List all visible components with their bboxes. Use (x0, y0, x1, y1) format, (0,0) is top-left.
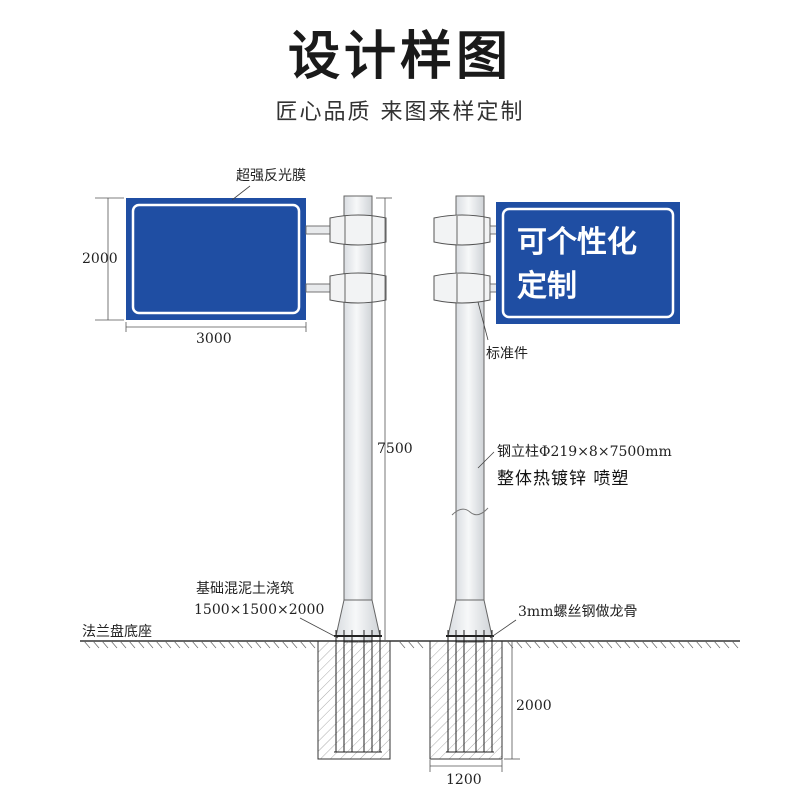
ground-hatch-mark (236, 640, 244, 649)
pole-spec-label: 钢立柱Φ219×8×7500mm (497, 444, 672, 460)
left-lower-clamp (305, 272, 387, 304)
concrete-foundation-size: 1500×1500×2000 (194, 602, 324, 618)
ground-hatch-mark (290, 640, 298, 649)
ground-hatch-mark (155, 640, 163, 649)
left-sign-height-dimension (95, 197, 124, 321)
ground-hatch-mark (83, 640, 91, 649)
foundation-depth-dimension (504, 641, 520, 760)
pole-height-dimension (376, 197, 392, 640)
ground-hatch-mark (128, 640, 136, 649)
ground-hatch-mark (227, 640, 235, 649)
left-sign-panel (126, 198, 306, 320)
right-sign-text-line2: 定制 (517, 269, 577, 304)
ground-hatch-mark (605, 640, 613, 649)
ground-hatch-mark (200, 640, 208, 649)
ground-hatch-mark (254, 640, 262, 649)
ground-hatch-mark (533, 640, 541, 649)
ground-hatch-mark (731, 640, 739, 649)
ground-hatch-mark (308, 640, 316, 649)
right-sign-text-line1: 可个性化 (517, 225, 637, 260)
ground-hatch-mark (695, 640, 703, 649)
ground-hatch-mark (245, 640, 253, 649)
ground-hatch-mark (704, 640, 712, 649)
right-sign-panel (496, 202, 680, 324)
left-sign-height-value: 2000 (82, 251, 118, 267)
ground-hatch-mark (101, 640, 109, 649)
concrete-foundation-label: 基础混泥土浇筑 (196, 580, 294, 597)
standard-fitting-label: 标准件 (486, 346, 528, 362)
ground-hatch-mark (551, 640, 559, 649)
reflective-film-label: 超强反光膜 (236, 168, 306, 184)
ground-hatch-mark (641, 640, 649, 649)
ground-hatch-mark (407, 640, 415, 649)
pole-finish-label: 整体热镀锌 喷塑 (497, 469, 629, 489)
foundation-width-value: 1200 (446, 772, 482, 788)
ground-hatch-mark (659, 640, 667, 649)
ground-hatch-mark (542, 640, 550, 649)
ground-hatch-mark (614, 640, 622, 649)
ground-hatch-mark (398, 640, 406, 649)
ground-hatch-mark (119, 640, 127, 649)
ground-hatch-mark (299, 640, 307, 649)
ground-hatch-mark (146, 640, 154, 649)
ground-hatch-mark (137, 640, 145, 649)
ground-hatch-mark (182, 640, 190, 649)
page-title: 设计样图 (287, 27, 512, 87)
ground-hatch-mark (110, 640, 118, 649)
foundation-width-dimension (429, 760, 503, 772)
ground-hatch-mark (713, 640, 721, 649)
ground-hatch-mark (587, 640, 595, 649)
ground-hatch-mark (569, 640, 577, 649)
ground-hatch-mark (722, 640, 730, 649)
flange-base-label: 法兰盘底座 (82, 623, 152, 640)
ground-line (80, 640, 740, 649)
ground-hatch-mark (596, 640, 604, 649)
foundation-depth-value: 2000 (516, 698, 552, 714)
rebar-skeleton-label: 3mm螺丝钢做龙骨 (518, 604, 637, 620)
ground-hatch-mark (560, 640, 568, 649)
left-sign-width-dimension (125, 322, 307, 332)
ground-hatch-mark (416, 640, 424, 649)
ground-hatch-mark (686, 640, 694, 649)
page-subtitle: 匠心品质 来图来样定制 (275, 100, 525, 125)
left-foundation-block (317, 630, 391, 760)
ground-hatch-mark (515, 640, 523, 649)
left-upper-clamp (305, 214, 387, 246)
left-sign-width-value: 3000 (196, 331, 232, 347)
ground-hatch-mark (632, 640, 640, 649)
right-lower-clamp (433, 272, 503, 304)
pole-height-value: 7500 (377, 441, 413, 457)
ground-hatch-mark (623, 640, 631, 649)
ground-hatch-mark (668, 640, 676, 649)
ground-hatch-mark (191, 640, 199, 649)
ground-hatch-mark (281, 640, 289, 649)
ground-hatch-mark (263, 640, 271, 649)
right-pole (447, 195, 493, 643)
ground-hatch-mark (218, 640, 226, 649)
left-pole (335, 195, 381, 643)
ground-hatch-mark (650, 640, 658, 649)
ground-hatch-mark (677, 640, 685, 649)
ground-hatch-mark (578, 640, 586, 649)
ground-hatch-mark (272, 640, 280, 649)
ground-hatch-mark (524, 640, 532, 649)
ground-hatch-mark (92, 640, 100, 649)
ground-hatch-mark (209, 640, 217, 649)
ground-hatch-mark (173, 640, 181, 649)
right-upper-clamp (433, 214, 503, 246)
ground-hatch-mark (164, 640, 172, 649)
right-foundation-block (429, 630, 503, 760)
